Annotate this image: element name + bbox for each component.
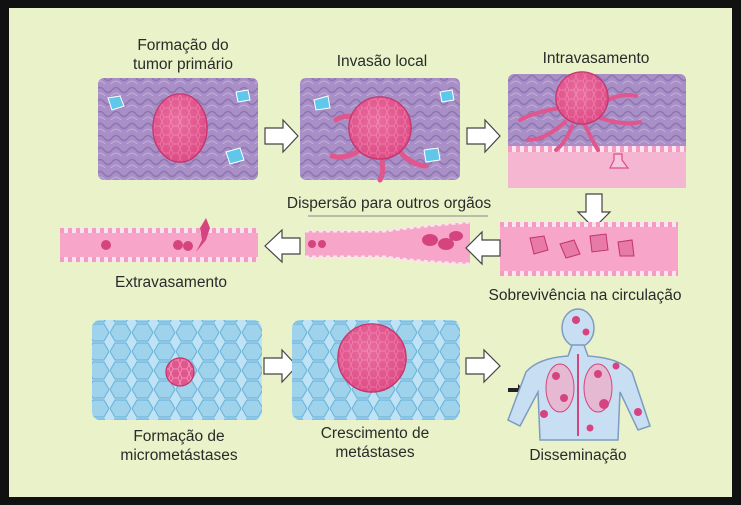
- micrometastases-panel: [92, 320, 262, 420]
- label-circulation-survival: Sobrevivência na circulação: [470, 286, 700, 305]
- local-invasion-panel: [300, 78, 460, 180]
- circulation-vessel: [500, 222, 678, 276]
- label-metastases-growth: Crescimento de metástases: [300, 424, 450, 462]
- micrometastasis: [166, 358, 194, 386]
- label-dispersion: Dispersão para outros orgãos: [266, 194, 512, 213]
- label-dissemination: Disseminação: [510, 446, 646, 465]
- label-intravasation: Intravasamento: [518, 49, 674, 68]
- label-extravasation: Extravasamento: [96, 273, 246, 292]
- metastases-growth-panel: [292, 320, 460, 420]
- intravasation-panel: [508, 72, 686, 188]
- label-micrometastases: Formação de micrometástases: [104, 427, 254, 465]
- label-local-invasion: Invasão local: [312, 52, 452, 71]
- label-primary-tumor: Formação do tumor primário: [108, 36, 258, 74]
- primary-tumor-panel: [98, 78, 258, 180]
